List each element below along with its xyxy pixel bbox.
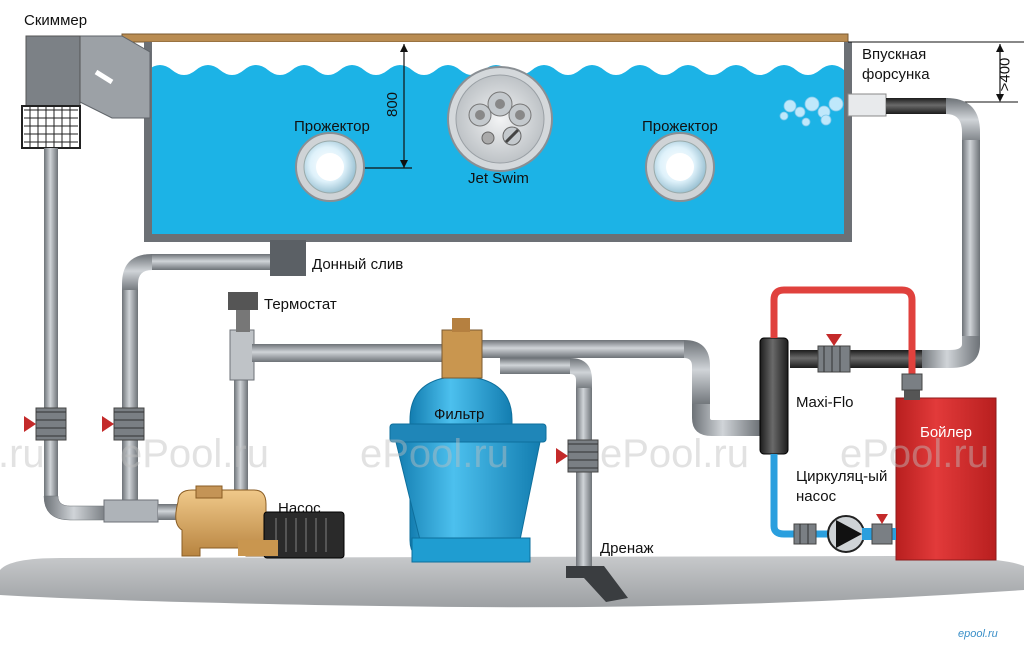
bottom-drain-label: Донный слив [312, 256, 404, 273]
water-surface [148, 42, 848, 75]
spotlight-right-label: Прожектор [642, 118, 718, 135]
watermark-text: ePool.ru [840, 432, 989, 476]
valve-circ-in[interactable] [793, 523, 817, 545]
watermark-text: ePool.ru [600, 432, 749, 476]
inlet-nozzle-label-line2: форсунка [862, 66, 930, 83]
valve-bottom-drain[interactable] [102, 407, 145, 441]
skimmer-label: Скиммер [24, 12, 88, 29]
depth-dimension: 800 [384, 91, 402, 118]
main-pump [175, 485, 345, 559]
pool-edge [121, 33, 849, 43]
cold-water-pipe [770, 454, 830, 538]
boiler [895, 397, 997, 561]
maxiflo-label: Maxi-Flo [796, 394, 854, 411]
watermark-text: .ru [0, 432, 45, 476]
inlet-nozzle [847, 93, 887, 117]
valve-skimmer[interactable] [24, 407, 67, 441]
filter-label: Фильтр [434, 406, 485, 423]
jet-swim-unit [447, 66, 553, 172]
drain-outlet [566, 566, 628, 602]
valve-boiler-hot[interactable] [901, 373, 923, 391]
maxiflo-heat-exchanger [759, 337, 789, 455]
drain-label: Дренаж [600, 540, 654, 557]
valve-circ-out[interactable] [871, 514, 893, 545]
spotlight-right [645, 132, 715, 202]
pump-label: Насос [278, 500, 321, 517]
corner-logo: epool.ru [958, 628, 998, 640]
boiler-label: Бойлер [920, 424, 973, 441]
sand-filter [389, 318, 547, 563]
watermark-text: ePool.ru [360, 432, 509, 476]
hot-water-pipe [770, 286, 916, 380]
jet-swim-label: Jet Swim [468, 170, 529, 187]
circ-pump-label-line2: насос [796, 488, 837, 505]
valve-return[interactable] [817, 334, 851, 373]
water-jet-bubbles [779, 96, 844, 127]
skimmer [21, 35, 151, 149]
inlet-nozzle-label-line1: Впускная [862, 46, 927, 63]
thermostat-label: Термостат [264, 296, 337, 313]
bottom-drain [270, 240, 306, 276]
watermark-text: ePool.ru [120, 432, 269, 476]
min-height-dimension: >400 [996, 57, 1014, 92]
ground [0, 556, 1024, 608]
spotlight-left-label: Прожектор [294, 118, 370, 135]
circ-pump-label-line1: Циркуляц-ый [796, 468, 888, 485]
spotlight-left [295, 132, 365, 202]
valve-drain[interactable] [556, 439, 599, 473]
pool-wall [144, 42, 852, 242]
